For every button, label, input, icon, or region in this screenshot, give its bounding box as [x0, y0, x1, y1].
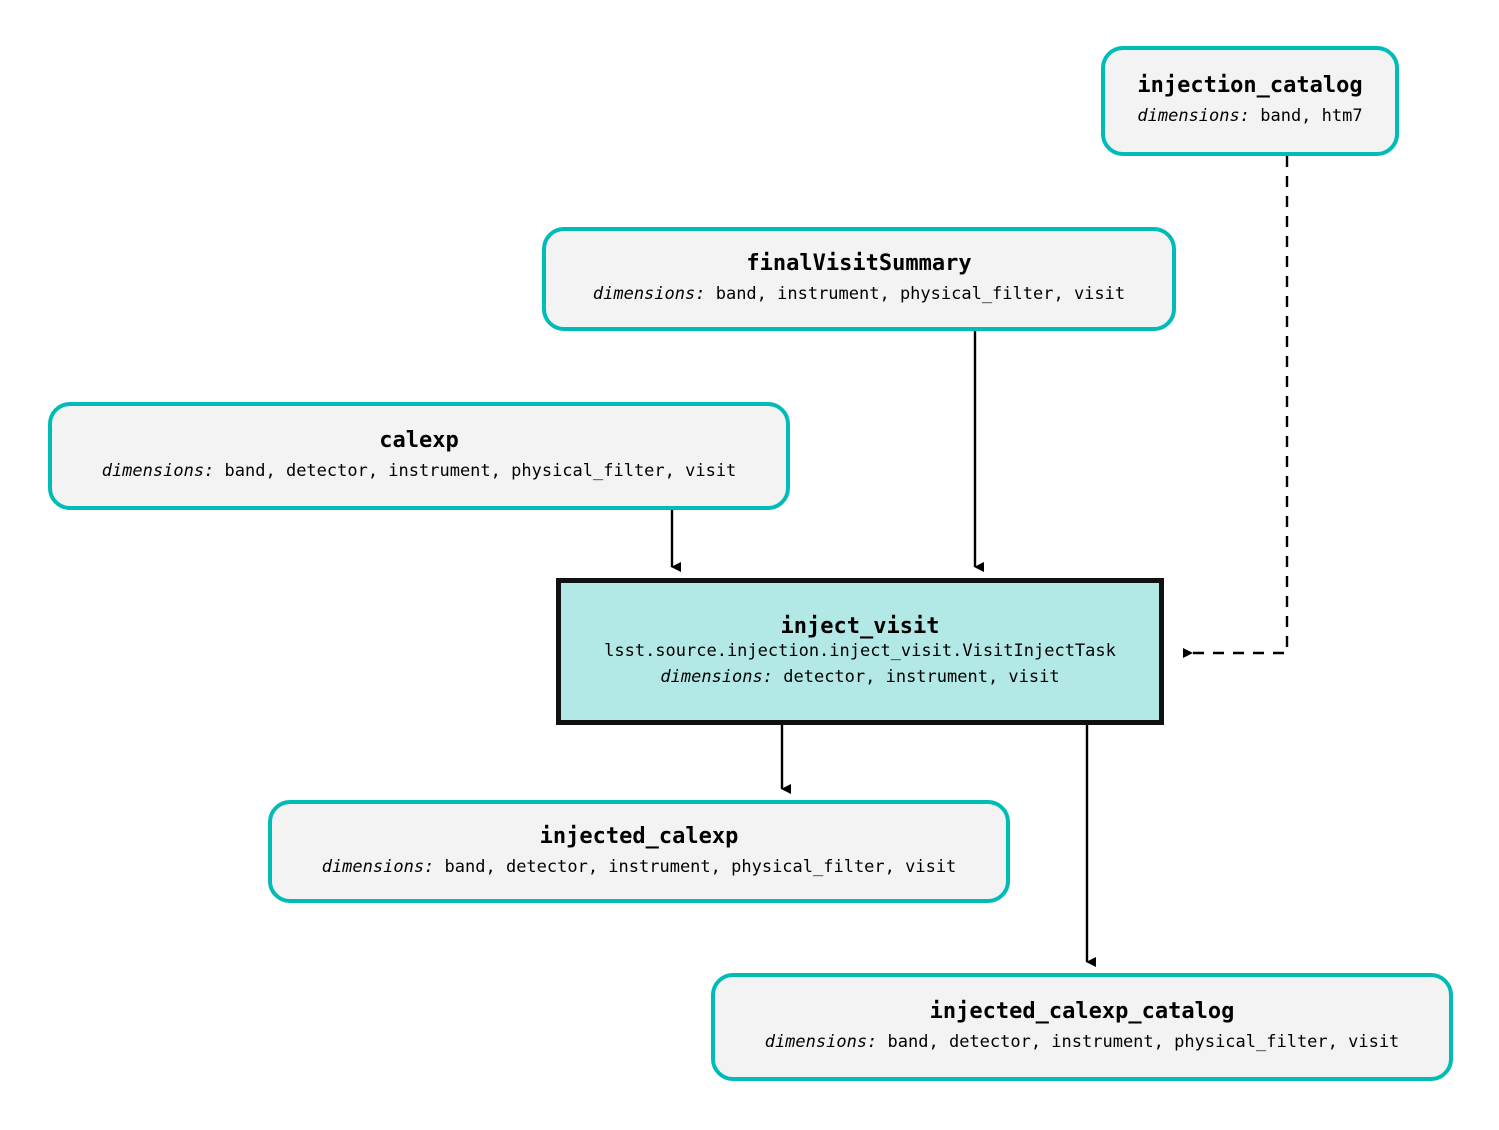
dimensions-value: band, detector, instrument, physical_fil…	[444, 856, 957, 877]
node-injected-calexp-catalog[interactable]: injected_calexp_catalog dimensions: band…	[711, 973, 1453, 1081]
dimensions-value: band, htm7	[1260, 106, 1363, 127]
dimensions-label: dimensions:	[592, 284, 706, 305]
node-injected-calexp[interactable]: injected_calexp dimensions: band, detect…	[268, 800, 1010, 903]
dimensions-value: band, detector, instrument, physical_fil…	[224, 461, 737, 482]
dimensions-value: band, instrument, physical_filter, visit	[715, 284, 1126, 305]
node-title: injected_calexp_catalog	[929, 999, 1235, 1025]
dimensions-label: dimensions:	[1137, 106, 1250, 127]
dimensions-value: detector, instrument, visit	[783, 666, 1060, 687]
node-dimensions: dimensions: band, detector, instrument, …	[102, 461, 737, 482]
node-dimensions: dimensions: band, detector, instrument, …	[322, 857, 957, 878]
edge-injection_catalog-to-inject_visit	[1183, 156, 1289, 658]
node-title: inject_visit	[780, 614, 940, 640]
node-task-class: lsst.source.injection.inject_visit.Visit…	[604, 641, 1116, 662]
node-dimensions: dimensions: detector, instrument, visit	[660, 667, 1059, 688]
node-injection-catalog[interactable]: injection_catalog dimensions: band, htm7	[1101, 46, 1399, 156]
dimensions-value: band, detector, instrument, physical_fil…	[887, 1032, 1400, 1053]
node-title: injected_calexp	[539, 823, 739, 849]
node-dimensions: dimensions: band, htm7	[1137, 106, 1362, 127]
node-calexp[interactable]: calexp dimensions: band, detector, instr…	[48, 402, 790, 510]
node-title: injection_catalog	[1137, 73, 1363, 99]
dimensions-label: dimensions:	[660, 666, 773, 687]
dimensions-label: dimensions:	[764, 1032, 878, 1053]
node-inject-visit-task[interactable]: inject_visit lsst.source.injection.injec…	[556, 578, 1164, 725]
node-title: finalVisitSummary	[746, 251, 972, 277]
dimensions-label: dimensions:	[101, 461, 215, 482]
node-title: calexp	[379, 428, 459, 454]
dimensions-label: dimensions:	[321, 856, 435, 877]
node-finalvisitsummary[interactable]: finalVisitSummary dimensions: band, inst…	[542, 227, 1176, 331]
node-dimensions: dimensions: band, detector, instrument, …	[765, 1032, 1400, 1053]
node-dimensions: dimensions: band, instrument, physical_f…	[593, 284, 1125, 305]
